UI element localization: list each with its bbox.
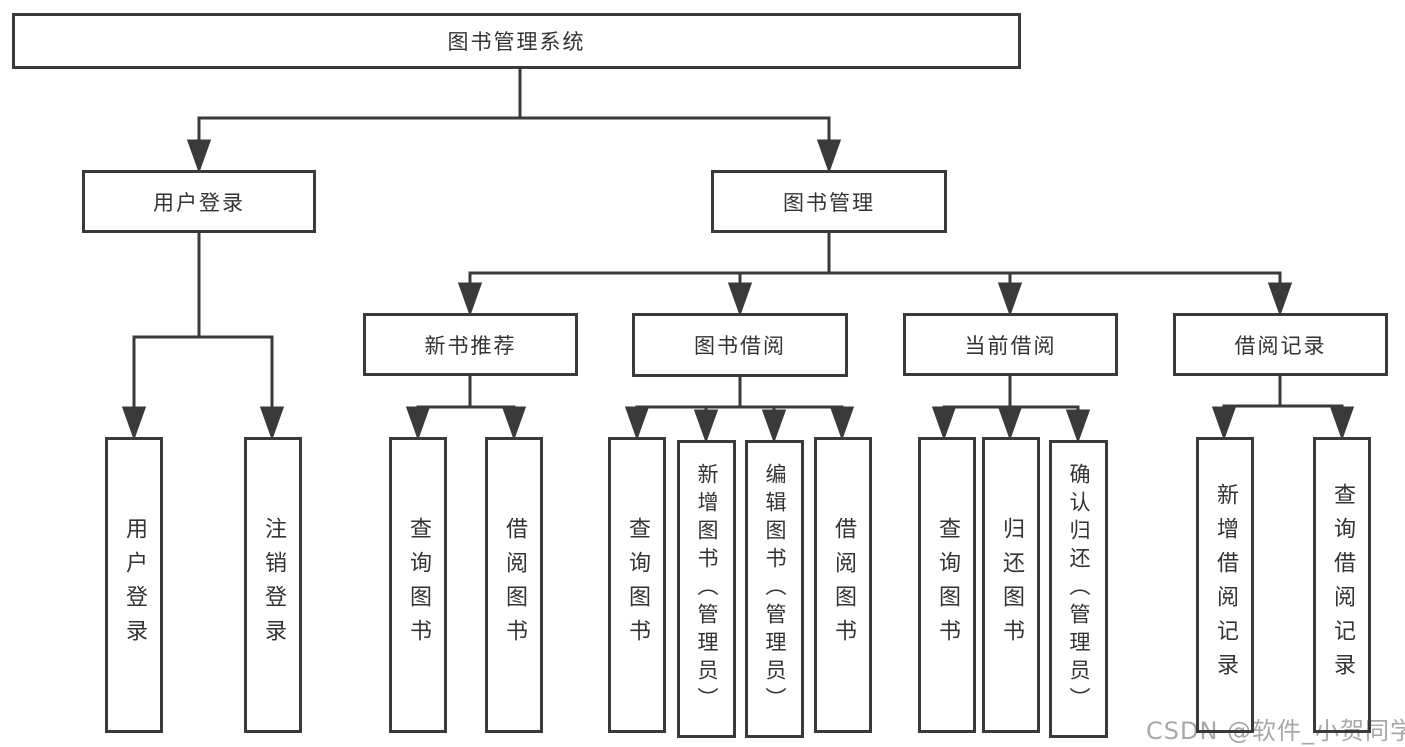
node-user-login: 用户登录 [82, 170, 316, 233]
leaf-rec-query-record-label: 查询借阅记录 [1330, 483, 1355, 687]
node-user-login-label: 用户登录 [153, 190, 245, 215]
connector-newbook-to-leaves [405, 376, 527, 441]
leaf-cur-return-book: 归还图书 [982, 437, 1040, 733]
node-current-borrow-label: 当前借阅 [964, 333, 1057, 358]
leaf-bw-edit-book-admin: 编辑图书（管理员） [745, 440, 804, 738]
node-root: 图书管理系统 [12, 13, 1021, 69]
leaf-cur-query-book-label: 查询图书 [935, 517, 960, 653]
arrowhead [1329, 406, 1355, 441]
connector-mgmt-to-level3 [457, 233, 1293, 317]
arrowhead [727, 282, 753, 317]
leaf-cur-confirm-return-admin: 确认归还（管理员） [1049, 440, 1108, 738]
arrowhead [1065, 409, 1091, 444]
arrowhead [816, 139, 842, 174]
leaf-bw-borrow-book: 借阅图书 [814, 437, 872, 733]
leaf-bw-query-book-label: 查询图书 [625, 517, 650, 653]
leaf-logout: 注销登录 [244, 437, 302, 733]
leaf-rec-add-record-label: 新增借阅记录 [1213, 483, 1238, 687]
arrowhead [121, 406, 147, 441]
node-current-borrow: 当前借阅 [903, 313, 1118, 376]
node-new-book-recommend-label: 新书推荐 [424, 333, 517, 358]
arrowhead [829, 406, 855, 441]
leaf-user-login: 用户登录 [105, 437, 163, 733]
leaf-nb-borrow-book: 借阅图书 [485, 437, 543, 733]
leaf-user-login-label: 用户登录 [122, 517, 147, 653]
node-new-book-recommend: 新书推荐 [363, 313, 578, 376]
leaf-cur-query-book: 查询图书 [918, 437, 976, 733]
connector-login-to-leaves [121, 233, 285, 441]
node-root-label: 图书管理系统 [447, 30, 586, 54]
arrowhead [501, 406, 527, 441]
connector-records-to-leaves [1211, 376, 1355, 441]
arrowhead [624, 406, 650, 441]
watermark: CSDN @软件_小贺同学 [1146, 717, 1405, 745]
node-book-borrow-label: 图书借阅 [694, 334, 786, 358]
leaf-cur-confirm-return-admin-label: 确认归还（管理员） [1067, 463, 1091, 715]
arrowhead [1211, 406, 1237, 441]
node-book-borrow: 图书借阅 [632, 313, 848, 377]
leaf-nb-borrow-book-label: 借阅图书 [502, 517, 527, 653]
leaf-bw-add-book-admin: 新增图书（管理员） [677, 440, 736, 738]
node-book-mgmt-label: 图书管理 [783, 190, 875, 215]
arrowhead [1267, 282, 1293, 317]
node-borrow-records-label: 借阅记录 [1234, 333, 1327, 358]
arrowhead [997, 406, 1023, 441]
node-book-mgmt: 图书管理 [711, 170, 947, 233]
node-borrow-records: 借阅记录 [1173, 313, 1388, 376]
arrowhead [186, 139, 212, 174]
leaf-nb-query-book-label: 查询图书 [406, 517, 431, 653]
leaf-cur-return-book-label: 归还图书 [999, 517, 1024, 653]
arrowhead [457, 282, 483, 317]
leaf-bw-query-book: 查询图书 [608, 437, 666, 733]
connector-borrow-to-leaves [624, 377, 855, 444]
arrowhead [259, 406, 285, 441]
connector-root-to-level2 [186, 69, 842, 174]
arrowhead [405, 406, 431, 441]
leaf-nb-query-book: 查询图书 [389, 437, 447, 733]
leaf-rec-query-record: 查询借阅记录 [1313, 437, 1371, 733]
connector-current-to-leaves [931, 376, 1091, 444]
leaf-rec-add-record: 新增借阅记录 [1196, 437, 1254, 733]
leaf-bw-edit-book-admin-label: 编辑图书（管理员） [763, 463, 787, 715]
leaf-bw-borrow-book-label: 借阅图书 [831, 517, 856, 653]
arrowhead [931, 406, 957, 441]
arrowhead [693, 409, 719, 444]
leaf-bw-add-book-admin-label: 新增图书（管理员） [695, 463, 719, 715]
leaf-logout-label: 注销登录 [261, 517, 286, 653]
arrowhead [761, 409, 787, 444]
arrowhead [997, 282, 1023, 317]
